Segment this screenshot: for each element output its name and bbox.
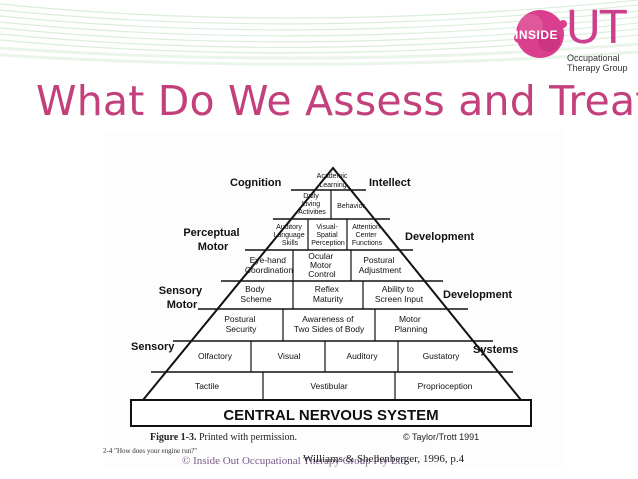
postural-security-line1: Postural <box>224 314 255 324</box>
figure-caption: Figure 1-3. Printed with permission. <box>150 432 297 443</box>
svg-text:Awareness of Two Sides: Awareness of Two Sides of Body <box>294 314 365 334</box>
apex-line1: Academic <box>317 173 348 180</box>
svg-text:Motor Planning: Motor Planning <box>394 314 427 334</box>
cns-base-label: CENTRAL NERVOUS SYSTEM <box>223 407 438 424</box>
cns-base-box <box>130 399 532 427</box>
eye-hand-line2: Coordination <box>245 265 293 275</box>
logo-subtitle-line1: Occupational <box>567 53 620 63</box>
svg-text:Daily Living A: Daily Living Activities <box>298 193 326 216</box>
vestibular-label: Vestibular <box>310 381 347 391</box>
motor-planning-line2: Planning <box>394 324 427 334</box>
ocular-motor-line1: Ocular <box>308 251 333 261</box>
motor-planning-line1: Motor <box>399 314 421 324</box>
logo-inside-text: INSIDE <box>515 28 559 42</box>
screen-input-line1: Ability to <box>382 284 414 294</box>
daily-living-line2: Living <box>302 201 320 208</box>
svg-text:Postural Security: Postural Security <box>224 314 258 334</box>
daily-living-line3: Activities <box>298 209 326 216</box>
postural-adjustment-line2: Adjustment <box>359 265 402 275</box>
sensory-label: Sensory <box>131 341 175 353</box>
olfactory-label: Olfactory <box>198 351 233 361</box>
attention-center-line2: Center <box>356 232 378 239</box>
gustatory-label: Gustatory <box>423 351 461 361</box>
postural-adjustment-line1: Postural <box>363 255 394 265</box>
footer-citation: Williams & Shellenberger, 1996, p.4 <box>303 453 465 465</box>
visual-label: Visual <box>278 351 301 361</box>
cognition-label: Cognition <box>230 177 282 189</box>
logo-subtitle: Occupational Therapy Group <box>567 53 628 73</box>
svg-text:Ocular Motor C: Ocular Motor Control <box>308 251 336 279</box>
behavior-label: Behavior <box>337 203 365 210</box>
svg-text:Body Scheme: Body Scheme <box>240 284 271 304</box>
intellect-label: Intellect <box>369 177 411 189</box>
development-label-1: Development <box>405 231 474 243</box>
visual-spatial-line3: Perception <box>311 240 345 247</box>
svg-text:Auditory Language: Auditory Language Skills <box>273 224 306 247</box>
reflex-maturity-line2: Maturity <box>313 294 344 304</box>
pyramid-cell-dividers <box>250 190 399 400</box>
pyramid-diagram: CENTRAL NERVOUS SYSTEM Academic Learning… <box>130 166 532 427</box>
awareness-sides-line2: Two Sides of Body <box>294 324 365 334</box>
svg-text:Ability to Screen Inpu: Ability to Screen Input <box>375 284 424 304</box>
apex-line2: Learning <box>319 182 346 189</box>
svg-text:Academic Learning: Academic Learning <box>317 173 350 189</box>
figure-reference-left: 2-4 "How does your engine run?" <box>103 447 198 455</box>
postural-security-line2: Security <box>226 324 257 334</box>
auditory-language-line2: Language <box>273 232 304 239</box>
screen-input-line2: Screen Input <box>375 294 424 304</box>
pyramid-row-lines <box>151 189 513 373</box>
ocular-motor-line2: Motor <box>310 260 332 270</box>
sensory-motor-line1: Sensory <box>159 285 203 297</box>
perceptual-motor-line2: Motor <box>198 241 229 253</box>
visual-spatial-line2: Spatial <box>316 232 338 239</box>
eye-hand-line1: Eye-hand <box>250 255 287 265</box>
svg-text:Attention Center: Attention Center Functions <box>352 224 383 247</box>
pyramid-figure: CENTRAL NERVOUS SYSTEM Academic Learning… <box>103 130 563 468</box>
awareness-sides-line1: Awareness of <box>302 314 354 324</box>
daily-living-line1: Daily <box>303 193 319 200</box>
svg-text:Eye-hand Coordination: Eye-hand Coordination <box>245 255 293 275</box>
auditory-language-line3: Skills <box>282 240 299 247</box>
figure-caption-number: Figure 1-3. <box>150 432 197 443</box>
logo-splash-icon <box>514 10 567 58</box>
development-label-2: Development <box>443 289 512 301</box>
svg-text:Reflex Maturity: Reflex Maturity <box>313 284 344 304</box>
auditory-language-line1: Auditory <box>276 224 302 231</box>
figure-copyright: © Taylor/Trott 1991 <box>403 432 480 442</box>
body-scheme-line2: Scheme <box>240 294 271 304</box>
sensory-motor-line2: Motor <box>167 299 198 311</box>
visual-spatial-line1: Visual- <box>316 224 338 231</box>
proprioception-label: Proprioception <box>418 381 473 391</box>
perceptual-motor-line1: Perceptual <box>183 227 239 239</box>
svg-text:Sensory Motor: Sensory Motor <box>159 285 205 311</box>
figure-caption-permission: Printed with permission. <box>196 432 298 443</box>
auditory-label: Auditory <box>346 351 378 361</box>
attention-center-line1: Attention <box>352 224 380 231</box>
svg-text:Postural Adjustment: Postural Adjustment <box>359 255 402 275</box>
svg-text:Perceptual Motor: Perceptual Motor <box>183 227 242 253</box>
systems-label: Systems <box>473 344 518 356</box>
tactile-label: Tactile <box>195 381 219 391</box>
attention-center-line3: Functions <box>352 240 383 247</box>
svg-text:Visual- Spatial: Visual- Spatial Perception <box>311 224 345 247</box>
reflex-maturity-line1: Reflex <box>315 284 340 294</box>
body-scheme-line1: Body <box>245 284 265 294</box>
logo-subtitle-line2: Therapy Group <box>567 63 628 73</box>
logo-out-text: UT <box>566 1 628 54</box>
ocular-motor-line3: Control <box>308 269 336 279</box>
footer-copyright: © Inside Out Occupational Therapy Group … <box>182 455 407 467</box>
slide-title: What Do We Assess and Treat? <box>36 77 638 125</box>
